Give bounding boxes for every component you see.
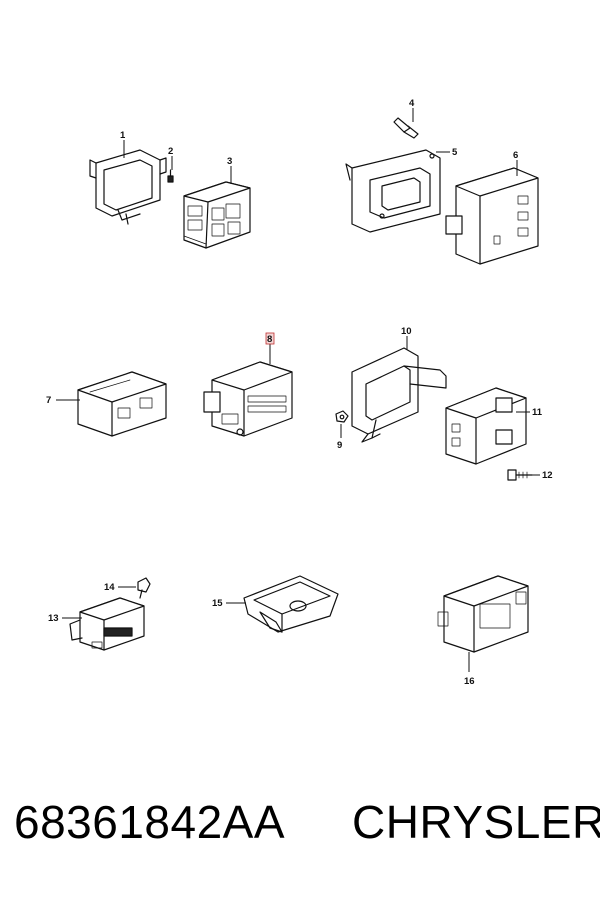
part-2-screw — [167, 169, 174, 183]
callout-4: 4 — [409, 98, 415, 109]
callout-1: 1 — [120, 130, 126, 141]
part-4-push-pin — [393, 117, 419, 139]
part-12-screw — [507, 469, 533, 481]
part-9-nut — [335, 410, 349, 423]
callout-2: 2 — [168, 146, 173, 157]
callout-7: 7 — [46, 395, 51, 406]
callout-8: 8 — [267, 334, 272, 345]
callout-12: 12 — [542, 470, 553, 481]
callout-13: 13 — [48, 613, 59, 624]
part-5-bracket — [345, 149, 441, 233]
part-8-module — [203, 361, 293, 437]
callout-3: 3 — [227, 156, 232, 167]
part-3-module — [183, 181, 251, 249]
part-10-bracket — [351, 347, 447, 443]
part-14-clip — [137, 577, 151, 599]
brand-name: CHRYSLER — [352, 796, 600, 848]
part-1-bracket — [89, 149, 167, 225]
footer: 68361842AA CHRYSLER — [0, 795, 600, 875]
part-7-module — [77, 371, 167, 437]
callout-11: 11 — [532, 407, 543, 418]
callout-6: 6 — [513, 150, 518, 161]
part-6-module — [445, 167, 539, 265]
part-13-module — [69, 597, 145, 651]
callout-15: 15 — [212, 598, 223, 609]
part-15-tray — [243, 575, 339, 633]
callout-8-highlight — [265, 332, 275, 345]
part-11-module — [445, 387, 527, 465]
part-number: 68361842AA — [14, 796, 286, 848]
callout-9: 9 — [337, 440, 342, 451]
part-16-module — [437, 575, 529, 653]
callout-10: 10 — [401, 326, 412, 337]
callout-14: 14 — [104, 582, 115, 593]
callout-5: 5 — [452, 147, 458, 158]
callout-16: 16 — [464, 676, 475, 687]
